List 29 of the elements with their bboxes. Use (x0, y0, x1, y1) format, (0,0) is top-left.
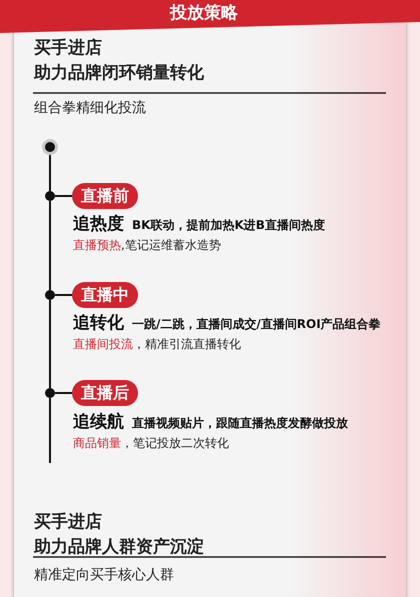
stage-pill: 直播前 (72, 183, 138, 209)
item-description: 一跳/二跳，直播间成交/直播间ROI产品组合拳 (132, 316, 381, 333)
connector-line (55, 294, 72, 296)
timeline-start-dot (45, 142, 55, 152)
stage-pill: 直播中 (72, 282, 138, 308)
highlight-text: 直播预热 (73, 237, 121, 254)
note-text: ，精准引流直播转化 (133, 336, 241, 353)
highlight-text: 直播间投流 (73, 336, 133, 353)
subheading: 组合拳精细化投流 (34, 99, 146, 117)
item-heading: 追热度 (73, 213, 124, 235)
connector-line (55, 195, 72, 197)
title: 投放策略 (170, 2, 238, 24)
stage-pill: 直播后 (72, 380, 138, 406)
item-description: 直播视频贴片，跟随直播热度发酵做投放 (132, 415, 348, 432)
item-description: BK联动，提前加热K进B直播间热度 (132, 217, 325, 234)
timeline-line (49, 152, 51, 191)
heading: 助力品牌闭环销量转化 (34, 62, 204, 84)
timeline-line (49, 300, 51, 388)
highlight-text: 商品销量 (73, 435, 121, 452)
item-heading: 追续航 (73, 411, 124, 433)
timeline-line (49, 201, 51, 290)
item-heading: 追转化 (73, 312, 124, 334)
subheading: 精准定向买手核心人群 (34, 566, 174, 584)
note-text: ，笔记投放二次转化 (121, 435, 229, 452)
heading: 买手进店 (34, 37, 102, 59)
connector-line (55, 392, 72, 394)
heading: 买手进店 (34, 511, 102, 533)
heading: 助力品牌人群资产沉淀 (34, 536, 204, 558)
note-text: ,笔记运维蓄水造势 (121, 237, 221, 254)
